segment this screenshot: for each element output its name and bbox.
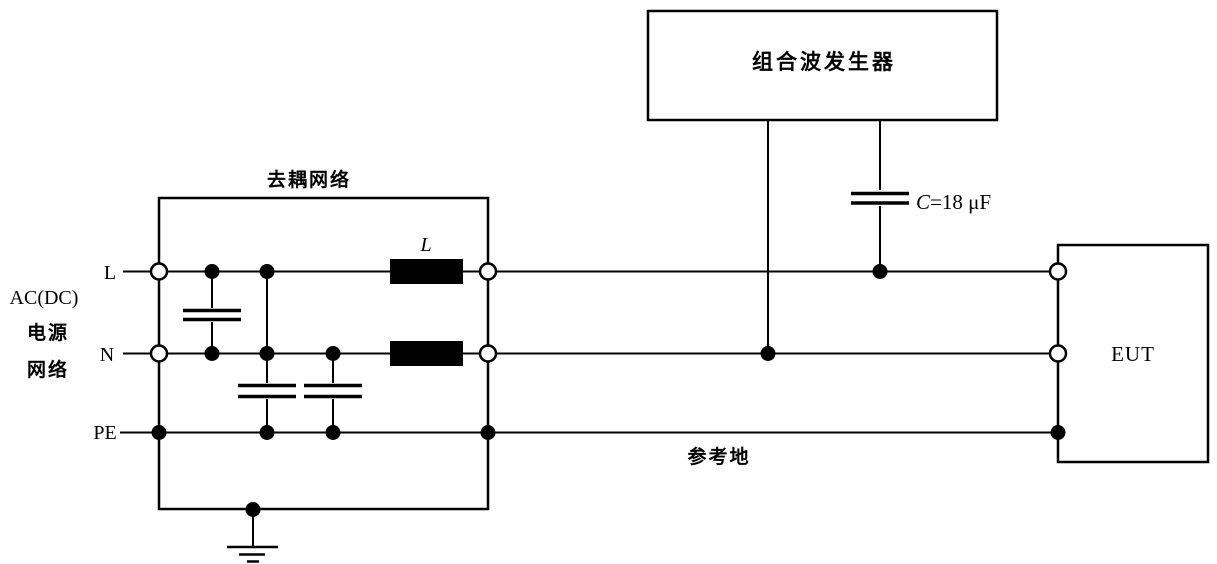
- junction-dot-ground: [245, 502, 261, 517]
- junction-dots: [151, 264, 1066, 517]
- junction-dot-eut-pe: [1050, 425, 1066, 440]
- junction-dot: [325, 346, 341, 361]
- power-source-name-top: 电源: [27, 321, 69, 344]
- eut-label: EUT: [1111, 342, 1155, 366]
- terminal-decoupling-out-n: [478, 344, 498, 363]
- terminal-decoupling-in-l: [149, 262, 169, 281]
- junction-dot: [259, 425, 275, 440]
- power-wires: [120, 270, 1058, 434]
- decoupling-network-label: 去耦网络: [267, 168, 351, 191]
- junction-dot: [872, 264, 888, 279]
- decoupling-capacitor-l-pe: [238, 271, 296, 433]
- decoupling-inductors: [390, 259, 463, 366]
- generator-box: [646, 9, 999, 122]
- capacitor-symbol: C: [916, 190, 931, 214]
- junction-dot: [325, 425, 341, 440]
- junction-dot: [204, 346, 220, 361]
- earth-ground-icon: [227, 509, 278, 563]
- inductor-n: [390, 341, 463, 366]
- coupling-capacitor: [851, 191, 909, 205]
- terminal-decoupling-out-l: [478, 262, 498, 281]
- decoupling-capacitor-n-pe: [304, 353, 362, 433]
- junction-dot: [259, 264, 275, 279]
- reference-ground-label: 参考地: [687, 445, 750, 468]
- decoupling-capacitor-l-n: [183, 271, 241, 354]
- junction-dot: [760, 346, 776, 361]
- line-label-n: N: [100, 344, 114, 366]
- inductor-symbol-label: L: [419, 234, 431, 256]
- generator-output-wires: [767, 120, 881, 354]
- capacitor-value-label: C=18 μF: [916, 190, 991, 214]
- terminal-decoupling-in-n: [149, 344, 169, 363]
- power-source-type-label: AC(DC): [10, 287, 79, 309]
- junction-dot: [151, 425, 167, 440]
- junction-dot: [480, 425, 496, 440]
- capacitor-value: =18 μF: [930, 190, 991, 214]
- terminal-eut-l: [1048, 262, 1068, 281]
- inductor-l: [390, 259, 463, 284]
- junction-dot: [204, 264, 220, 279]
- terminals: [149, 262, 1068, 363]
- junction-dot: [259, 346, 275, 361]
- generator-label: 组合波发生器: [752, 50, 896, 74]
- terminal-eut-n: [1048, 344, 1068, 363]
- line-label-pe: PE: [93, 422, 116, 444]
- line-label-l: L: [104, 262, 116, 284]
- power-source-name-bottom: 网络: [27, 358, 69, 381]
